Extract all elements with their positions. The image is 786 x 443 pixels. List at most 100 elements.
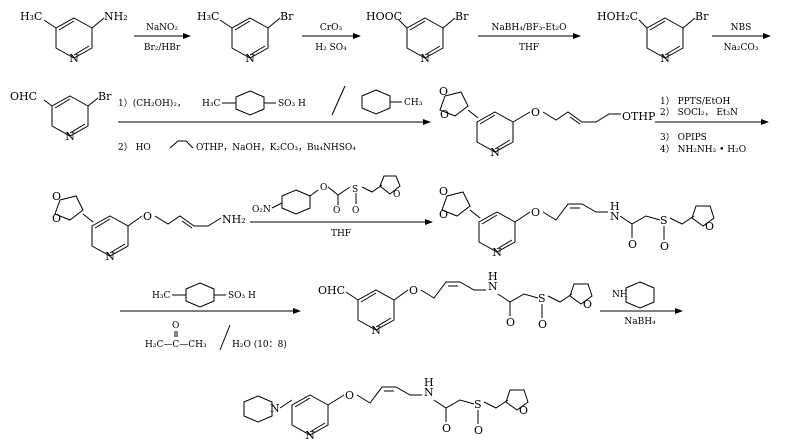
aldehyde-sulfinyl-product: N OHC O H N O S O O [318, 270, 593, 337]
atom-label: 2） SOCl₂， Et₃N [660, 107, 738, 118]
arrow-2: CrO₃ H₂ SO₄ [302, 23, 361, 53]
atom-label: NH₂ [222, 213, 246, 226]
atom-label: N [492, 246, 502, 259]
atom-label: Na₂CO₃ [724, 43, 759, 53]
atom-label: N [245, 52, 255, 65]
atom-label: S [538, 292, 546, 305]
atom-label: Br [98, 90, 112, 103]
atom-label: N [420, 52, 430, 65]
atom-label: O [439, 185, 448, 198]
atom-label: SO₃ H [278, 99, 306, 109]
atom-label: OTHP，NaOH，K₂CO₃，Bu₄NHSO₄ [196, 143, 356, 153]
atom-label: NBS [731, 23, 752, 33]
atom-label: H₃C [197, 10, 219, 23]
atom-label: O [52, 190, 61, 203]
atom-label: H [424, 376, 434, 389]
atom-label: O [345, 389, 354, 402]
atom-label: NH [612, 290, 628, 300]
atom-label: O [440, 108, 449, 121]
arrow-3: NaBH₄/BF₃-Et₂O THF [478, 23, 581, 53]
atom-label: 1） PPTS/EtOH [660, 96, 730, 107]
atom-label: OTHP [622, 110, 656, 123]
atom-label: N [660, 52, 670, 65]
atom-label: CrO₃ [320, 23, 343, 33]
atom-label: O [583, 298, 592, 311]
atom-label: H₃C [152, 291, 170, 301]
atom-label: S [660, 214, 668, 227]
atom-label: O [143, 210, 152, 223]
arrow-6: 1） PPTS/EtOH 2） SOCl₂， Et₃N 3） OPIPS 4） … [655, 96, 769, 155]
atom-label: O [531, 106, 540, 119]
atom-label: NaBH₄/BF₃-Et₂O [491, 23, 566, 33]
atom-label: Br [455, 10, 469, 23]
atom-label: Br [695, 10, 709, 23]
atom-label: O₂N [252, 205, 271, 215]
atom-label: O [506, 316, 515, 329]
atom-label: O [52, 212, 61, 225]
atom-label: OHC [10, 90, 37, 103]
atom-label: O [393, 190, 400, 200]
atom-label: SO₃ H [228, 291, 256, 301]
atom-label: THF [331, 229, 351, 239]
atom-label: NaBH₄ [624, 317, 656, 327]
atom-label: N [270, 402, 280, 415]
atom-label: Br₂/HBr [144, 43, 181, 53]
atom-label: O [352, 206, 359, 216]
atom-label: O [439, 208, 448, 221]
atom-label: H [610, 200, 620, 213]
arrow-9: NH NaBH₄ [600, 281, 683, 327]
atom-label: N [65, 130, 75, 143]
arrow-5: 1）(CH₂OH)₂， H₃C SO₃ H CH₃ 2） HO OTHP，NaO… [118, 85, 431, 153]
atom-label: O [320, 183, 327, 193]
atom-label: 1）(CH₂OH)₂， [118, 98, 186, 109]
atom-label: O [538, 318, 547, 331]
atom-label: N [69, 52, 79, 65]
atom-label: O [439, 85, 448, 98]
arrow-1: NaNO₂ Br₂/HBr [134, 23, 191, 53]
atom-label: N [490, 146, 500, 159]
atom-label: HOOC [366, 10, 402, 23]
amide-acetal-intermediate: O O N O H N O S O O [439, 185, 715, 259]
start-material-aminopicoline: N H₃C NH₂ [20, 10, 128, 65]
atom-label: O [474, 424, 483, 437]
methyl-label: H₃C [20, 10, 42, 23]
bromopyridylmethanol: N HOH₂C Br [597, 10, 709, 65]
atom-label: S [352, 185, 358, 195]
atom-label: HOH₂C [597, 10, 638, 23]
atom-label: 4） NH₂NH₂ • H₂O [660, 144, 746, 155]
atom-label: O [628, 238, 637, 251]
atom-label: N [424, 386, 434, 399]
atom-label: N [105, 250, 115, 263]
atom-label: 2） HO [118, 142, 151, 153]
amine-intermediate: O O N O NH₂ [52, 190, 246, 263]
acetal-othp-intermediate: O O N O OTHP [439, 85, 656, 159]
atom-label: CH₃ [404, 98, 423, 108]
atom-label: H₃C—C—CH₃ [145, 340, 207, 350]
atom-label: O [333, 206, 340, 216]
atom-label: S [474, 398, 482, 411]
atom-label: H₂O (10：8) [232, 339, 287, 350]
atom-label: THF [519, 43, 539, 53]
atom-label: NaNO₂ [146, 23, 178, 33]
atom-label: H₃C [202, 99, 220, 109]
arrow-7: O₂N O O S O O THF [250, 175, 433, 239]
atom-label: O [519, 404, 528, 417]
final-product-piperidinylmethyl: N N O H N O S O O [243, 376, 529, 442]
arrow-8: H₃C SO₃ H O H₃C—C—CH₃ H₂O (10：8) [120, 282, 301, 351]
atom-label: Br [280, 10, 294, 23]
atom-label: O [660, 240, 669, 253]
atom-label: OHC [318, 284, 345, 297]
atom-label: O [705, 220, 714, 233]
arrow-4: NBS Na₂CO₃ [712, 23, 771, 53]
atom-label: H₂ SO₄ [315, 43, 347, 53]
atom-label: O [531, 206, 540, 219]
atom-label: O [409, 284, 418, 297]
atom-label: N [610, 210, 620, 223]
bromo-aldehyde: N OHC Br [10, 90, 112, 143]
atom-label: O [172, 321, 179, 331]
atom-label: O [442, 422, 451, 435]
atom-label: N [305, 429, 315, 442]
atom-label: N [488, 280, 498, 293]
atom-label: 3） OPIPS [660, 132, 707, 143]
